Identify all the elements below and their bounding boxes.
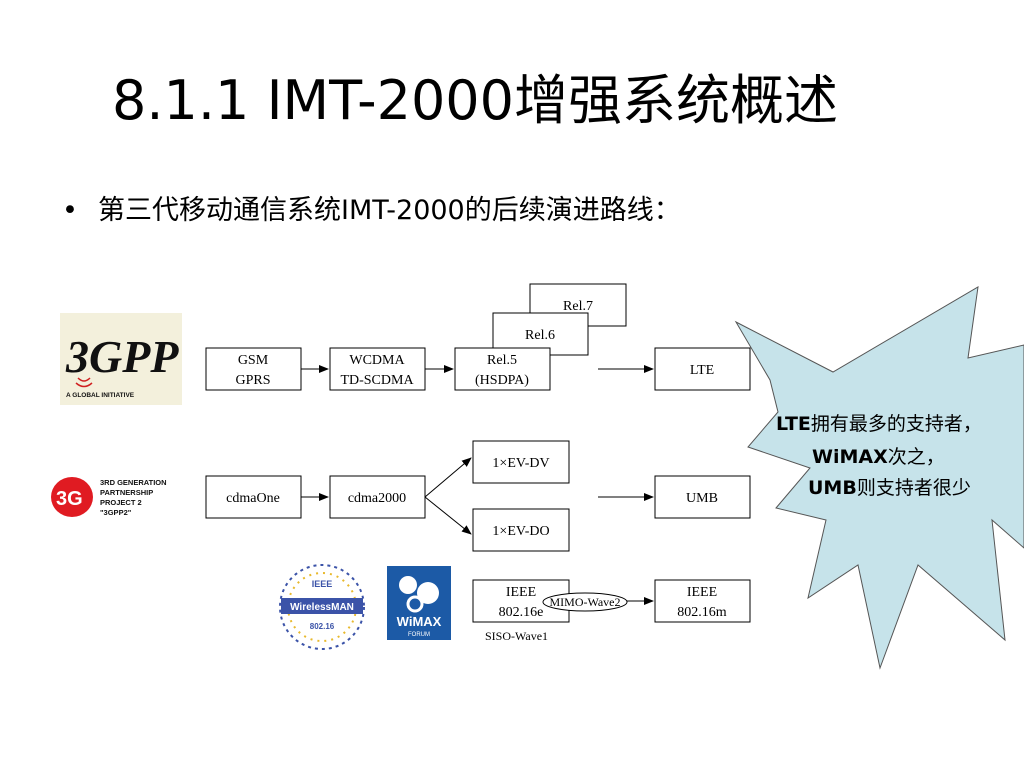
wirelessman-bottom: 802.16: [310, 622, 335, 631]
callout-line-2: WiMAX次之，: [812, 446, 945, 468]
callout-line-3: UMB则支持者很少: [808, 477, 971, 499]
svg-text:(HSDPA): (HSDPA): [475, 373, 529, 388]
wirelessman-mark: WirelessMAN: [290, 602, 354, 613]
cdmaone-box: cdmaOne: [205, 475, 302, 519]
svg-text:GPRS: GPRS: [235, 373, 270, 388]
evdo-box: 1×EV-DO: [472, 508, 570, 552]
ieee-80216m-box: IEEE 802.16m: [654, 579, 751, 623]
evdv-box: 1×EV-DV: [472, 440, 570, 484]
svg-text:IEEE: IEEE: [687, 585, 717, 600]
bullet-item: • 第三代移动通信系统IMT-2000的后续演进路线：: [62, 188, 681, 227]
3gpp2-mark: 3G: [56, 488, 83, 510]
wimax-sub: FORUM: [408, 632, 430, 638]
wirelessman-logo: IEEE WirelessMAN 802.16: [279, 564, 365, 650]
lte-box: LTE: [654, 347, 751, 391]
gsm-box: GSM GPRS: [205, 347, 302, 391]
3gpp2-logo: 3G 3RD GENERATION PARTNERSHIP PROJECT 2 …: [51, 477, 167, 517]
arrow-cdma2000-evdo: [424, 496, 472, 535]
svg-text:WCDMA: WCDMA: [349, 353, 405, 368]
3gpp2-line-1: 3RD GENERATION: [100, 478, 167, 487]
svg-text:802.16m: 802.16m: [677, 605, 727, 620]
svg-text:TD-SCDMA: TD-SCDMA: [340, 373, 414, 388]
bullet-marker: •: [62, 195, 78, 226]
svg-text:Rel.6: Rel.6: [525, 328, 555, 343]
svg-text:LTE: LTE: [690, 363, 714, 378]
svg-text:GSM: GSM: [238, 353, 269, 368]
svg-text:cdma2000: cdma2000: [348, 491, 406, 506]
svg-text:MIMO-Wave2: MIMO-Wave2: [549, 595, 620, 609]
svg-text:Rel.7: Rel.7: [563, 299, 593, 314]
3gpp-logo: 3GPP A GLOBAL INITIATIVE: [60, 313, 182, 405]
mimo-label: MIMO-Wave2: [542, 592, 628, 612]
callout-burst: LTE拥有最多的支持者， WiMAX次之， UMB则支持者很少: [734, 286, 1024, 670]
bullet-text: 第三代移动通信系统IMT-2000的后续演进路线：: [98, 195, 681, 226]
svg-text:cdmaOne: cdmaOne: [226, 491, 280, 506]
callout-line-1: LTE拥有最多的支持者，: [776, 413, 982, 435]
svg-text:Rel.5: Rel.5: [487, 353, 517, 368]
3gpp2-line-4: "3GPP2": [100, 508, 132, 517]
cdma2000-box: cdma2000: [329, 475, 426, 519]
3gpp2-line-2: PARTNERSHIP: [100, 488, 153, 497]
svg-text:802.16e: 802.16e: [499, 605, 544, 620]
wirelessman-top: IEEE: [312, 579, 333, 589]
3gpp-mark: 3GPP: [65, 331, 179, 382]
slide-title: 8.1.1 IMT-2000增强系统概述: [112, 69, 839, 132]
svg-text:1×EV-DV: 1×EV-DV: [492, 456, 549, 471]
svg-text:1×EV-DO: 1×EV-DO: [492, 524, 549, 539]
3gpp-tagline: A GLOBAL INITIATIVE: [66, 392, 135, 399]
wimax-logo: WiMAX FORUM: [387, 566, 451, 640]
arrow-cdma2000-evdv: [424, 457, 472, 498]
rel5-box: Rel.5 (HSDPA): [454, 347, 551, 391]
siso-label: SISO-Wave1: [485, 629, 548, 643]
wcdma-box: WCDMA TD-SCDMA: [329, 347, 426, 391]
wimax-mark: WiMAX: [397, 614, 442, 629]
svg-text:IEEE: IEEE: [506, 585, 536, 600]
3gpp2-line-3: PROJECT 2: [100, 498, 142, 507]
svg-text:UMB: UMB: [686, 491, 718, 506]
umb-box: UMB: [654, 475, 751, 519]
